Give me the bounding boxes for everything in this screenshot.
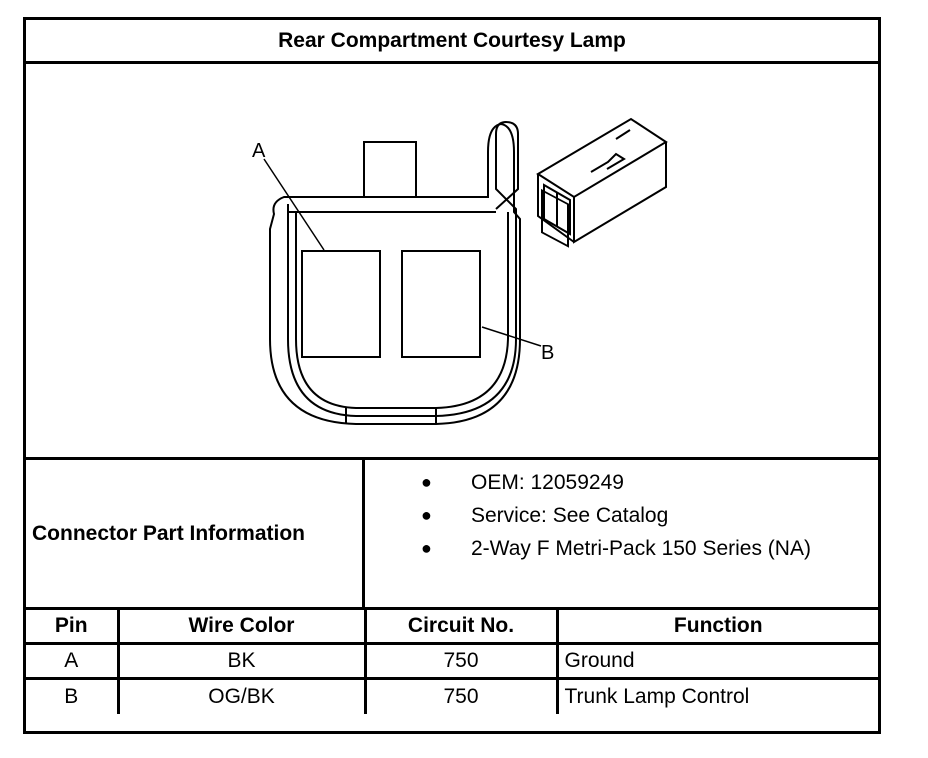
cell-wire-color: BK	[116, 642, 367, 680]
cell-function: Ground	[555, 642, 878, 680]
info-item: ● OEM: 12059249	[421, 471, 624, 494]
info-item: ● 2-Way F Metri-Pack 150 Series (NA)	[421, 537, 811, 560]
cell-circuit: 750	[363, 677, 559, 714]
bullet-icon: ●	[421, 538, 432, 558]
pin-a-callout: A	[252, 140, 266, 162]
cell-wire-color: OG/BK	[116, 677, 367, 714]
cell-pin: B	[26, 677, 120, 714]
table-header-row: Pin Wire Color Circuit No. Function	[26, 607, 878, 645]
pin-table: Pin Wire Color Circuit No. Function A BK…	[26, 607, 878, 714]
cell-function: Trunk Lamp Control	[555, 677, 878, 714]
cell-pin: A	[26, 642, 120, 680]
table-row: A BK 750 Ground	[26, 642, 878, 680]
bullet-icon: ●	[421, 472, 432, 492]
header-function: Function	[555, 607, 878, 645]
connector-document: Rear Compartment Courtesy Lamp	[23, 17, 881, 734]
header-pin: Pin	[26, 607, 120, 645]
connector-info-list: ● OEM: 12059249 ● Service: See Catalog ●…	[365, 460, 878, 607]
bullet-icon: ●	[421, 505, 432, 525]
pin-b-callout: B	[541, 342, 554, 364]
connector-illustration: A B	[252, 117, 668, 425]
document-title: Rear Compartment Courtesy Lamp	[26, 20, 878, 64]
header-wire-color: Wire Color	[116, 607, 367, 645]
header-circuit: Circuit No.	[363, 607, 559, 645]
connector-drawing: A B	[26, 64, 878, 460]
info-item: ● Service: See Catalog	[421, 504, 669, 527]
cell-circuit: 750	[363, 642, 559, 680]
table-row: B OG/BK 750 Trunk Lamp Control	[26, 677, 878, 714]
connector-info-label: Connector Part Information	[26, 460, 365, 607]
